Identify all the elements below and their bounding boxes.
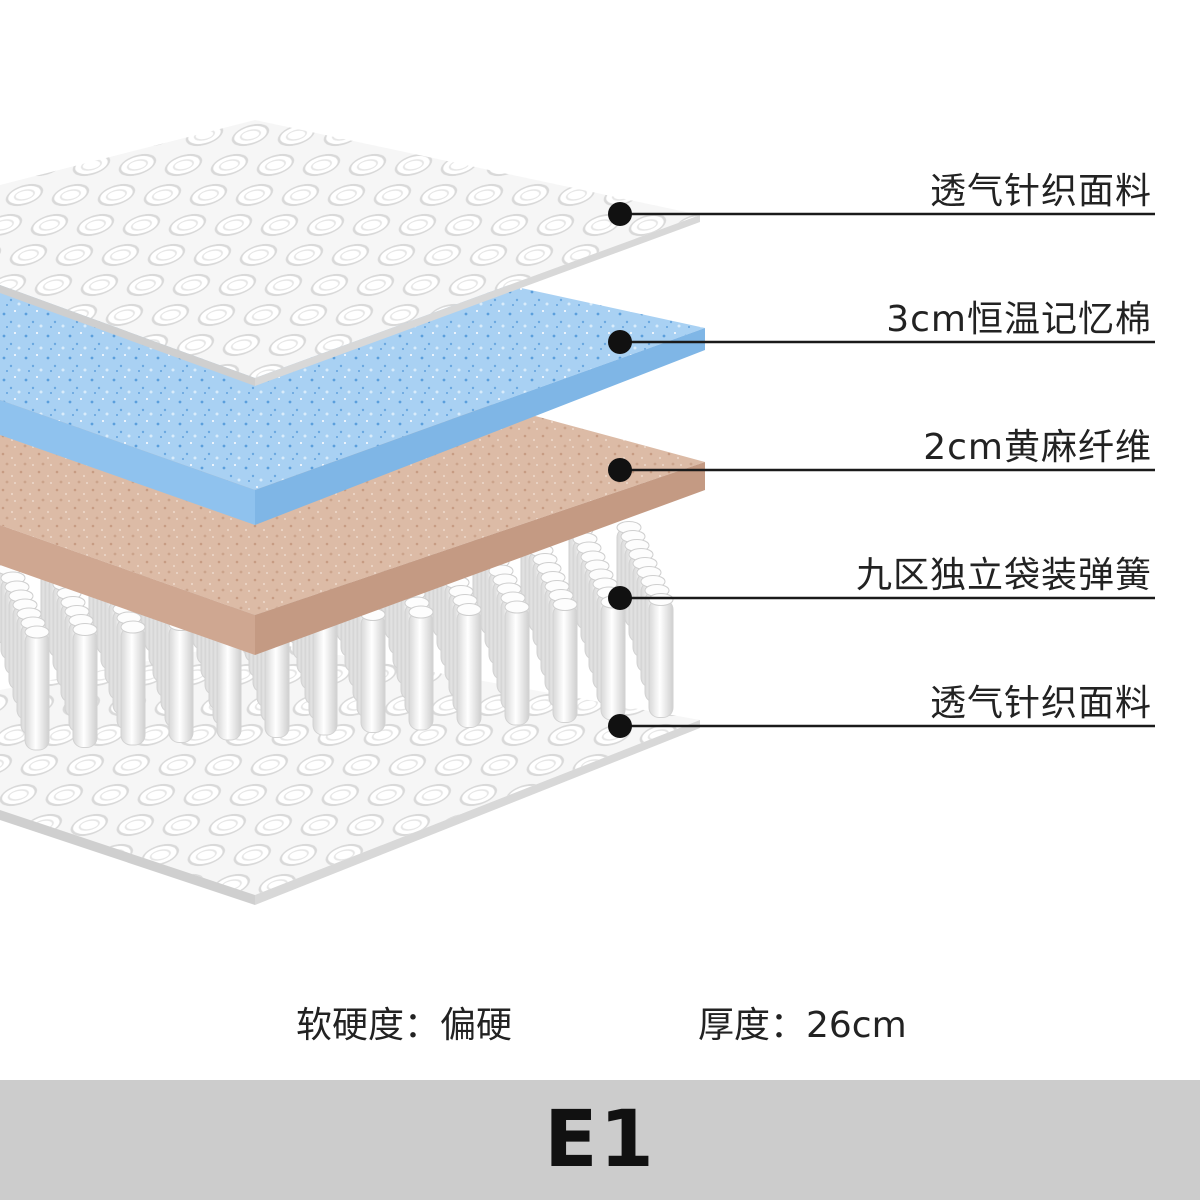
- callout-dot: [608, 714, 632, 738]
- layer-label-bottom-fabric: 透气针织面料: [929, 683, 1152, 724]
- layer-label-memory-foam: 3cm恒温记忆棉: [886, 299, 1152, 340]
- layer-label-pocket-springs: 九区独立袋装弹簧: [855, 555, 1152, 596]
- layer-callouts: [608, 202, 1155, 738]
- callout-dot: [608, 330, 632, 354]
- thickness-spec: 厚度：26cm: [698, 1005, 907, 1046]
- model-code: E1: [544, 1095, 656, 1185]
- callout-dot: [608, 202, 632, 226]
- model-footer-bar: E1: [0, 1080, 1200, 1200]
- softness-spec: 软硬度：偏硬: [296, 1005, 513, 1046]
- layer-label-top-fabric: 透气针织面料: [929, 171, 1152, 212]
- callout-dot: [608, 458, 632, 482]
- layer-label-jute-fiber: 2cm黄麻纤维: [923, 427, 1152, 468]
- top-fabric-layer: [0, 120, 700, 386]
- callout-dot: [608, 586, 632, 610]
